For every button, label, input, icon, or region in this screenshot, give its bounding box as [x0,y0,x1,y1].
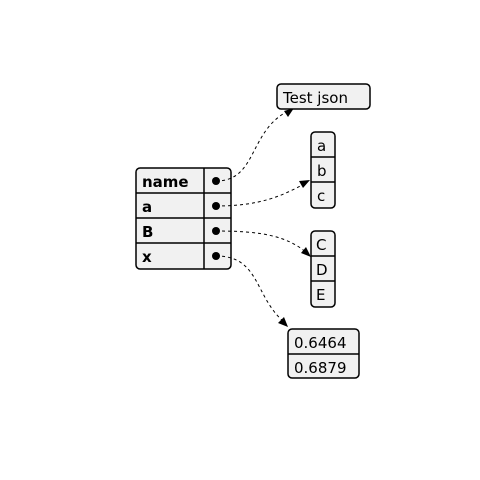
arrowhead-name [284,108,294,117]
value-node-x: 0.6464 0.6879 [287,328,360,379]
value-node-name: Test json [276,83,371,110]
arrowhead-b [301,247,311,257]
array-x-item: 0.6464 [294,334,347,352]
array-b-item: E [316,286,325,304]
root-object-table: name a B x [135,167,232,270]
array-a-box [310,131,336,209]
array-b-box [310,230,336,308]
edge-b [215,230,309,255]
key-name-label: name [142,173,189,191]
arrowhead-a [299,180,310,188]
edges [215,108,311,327]
array-b-item: D [316,261,328,279]
value-name-box [276,83,371,110]
edge-name [215,109,291,182]
edge-x [215,255,285,323]
array-b-item: C [316,236,326,254]
key-x-label: x [142,248,152,266]
array-x-item: 0.6879 [294,359,347,377]
value-node-b: C D E [310,230,336,308]
key-a-label: a [142,198,152,216]
array-a-item: c [317,187,325,205]
edge-a [215,182,307,207]
value-node-a: a b c [310,131,336,209]
key-b-label: B [142,223,153,241]
value-name-text: Test json [282,89,348,107]
array-a-item: b [317,162,327,180]
array-a-item: a [317,137,326,155]
arrowhead-x [278,317,288,327]
